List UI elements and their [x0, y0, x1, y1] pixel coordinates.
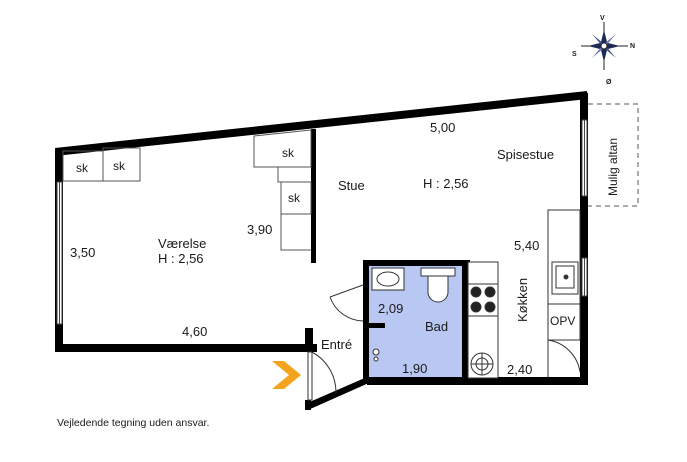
outer-walls: [55, 91, 588, 410]
room-label-entre: Entré: [321, 337, 352, 352]
interior-walls: [311, 129, 470, 382]
dishwasher-label: OPV: [550, 314, 575, 328]
compass-rose: V N S Ø: [572, 15, 635, 86]
dimension-right-side: 5,40: [514, 238, 539, 253]
entrance-arrow-icon: [272, 361, 301, 389]
kitchen-fixtures: [467, 209, 581, 379]
compass-west-label: V: [600, 15, 605, 22]
closet-label: sk: [282, 146, 295, 160]
room-label-bad: Bad: [425, 319, 448, 334]
dimension-bath-bottom: 1,90: [402, 361, 427, 376]
compass-east-label: Ø: [606, 79, 612, 86]
room-height-spisestue: H : 2,56: [423, 176, 469, 191]
balcony-outline: Mulig altan: [588, 103, 639, 207]
dimension-partition: 3,90: [247, 222, 272, 237]
doors: [307, 284, 581, 401]
room-label-stue: Stue: [338, 178, 365, 193]
dimension-top-right: 5,00: [430, 120, 455, 135]
compass-south-label: S: [572, 51, 577, 58]
room-label-kokken: Køkken: [515, 278, 530, 322]
dimension-kitchen-bottom: 2,40: [507, 362, 532, 377]
room-label-vaerelse: Værelse: [158, 236, 206, 251]
closet-label: sk: [288, 191, 301, 205]
disclaimer-text: Vejledende tegning uden ansvar.: [57, 417, 210, 429]
compass-north-label: N: [630, 43, 635, 50]
room-label-spisestue: Spisestue: [497, 147, 554, 162]
dimension-bath-width: 2,09: [378, 301, 403, 316]
closet-label: sk: [113, 159, 126, 173]
dimension-left-bottom: 4,60: [182, 324, 207, 339]
bathroom-fixtures: [371, 267, 456, 362]
balcony-label: Mulig altan: [606, 138, 620, 196]
dimension-left-height: 3,50: [70, 245, 95, 260]
windows: [56, 119, 588, 325]
closet-label: sk: [76, 161, 89, 175]
room-height-vaerelse: H : 2,56: [158, 251, 204, 266]
closets: [62, 129, 312, 251]
